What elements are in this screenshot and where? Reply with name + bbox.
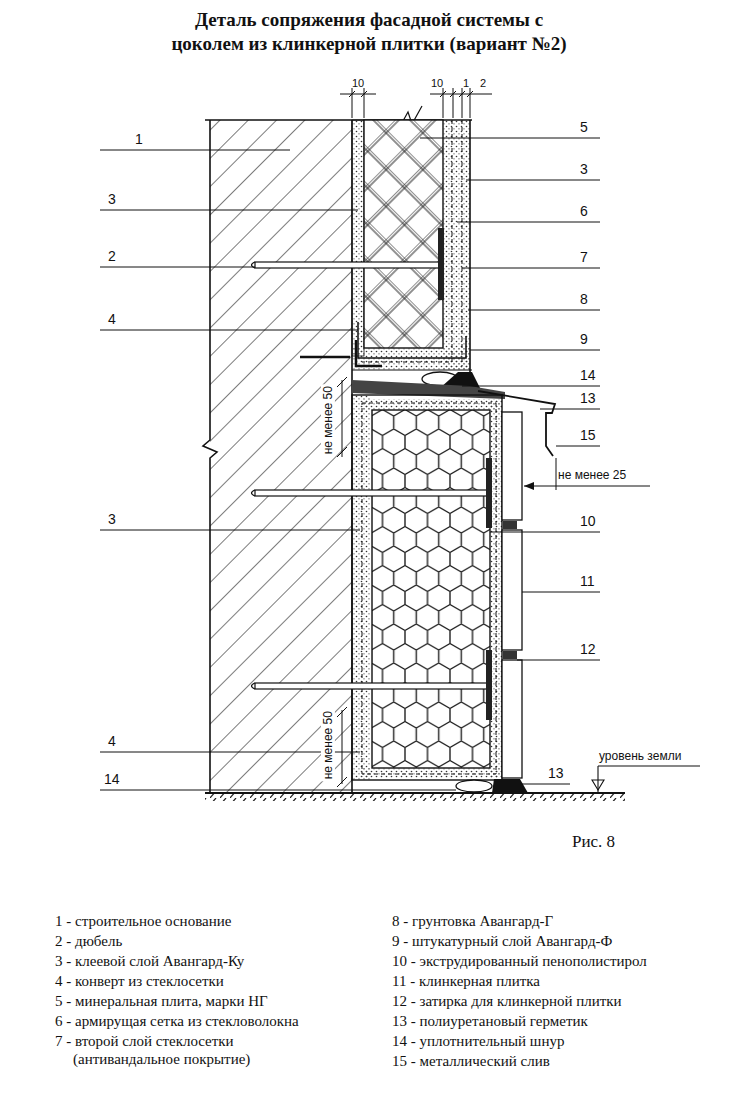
wall-hatch xyxy=(210,120,352,793)
callout-number: 3 xyxy=(108,511,116,528)
dimension-value: 10 xyxy=(352,77,364,90)
plaster-layer xyxy=(443,120,470,370)
legend-item: 10 - экструдированный пенополистирол xyxy=(392,952,647,970)
mineral-board xyxy=(364,120,443,348)
dowel-shaft xyxy=(255,490,488,496)
facade-face xyxy=(469,120,471,372)
callout-number: 14 xyxy=(104,771,120,788)
dimension-value: 1 xyxy=(463,77,469,90)
callout-number: 15 xyxy=(580,427,596,444)
callout-number: 3 xyxy=(580,161,588,178)
callout-number: 4 xyxy=(108,311,116,328)
callout-number: 6 xyxy=(580,203,588,220)
callout-number: 2 xyxy=(108,248,116,265)
leader-line xyxy=(420,138,600,784)
starter-profile xyxy=(356,340,382,366)
dowel-head xyxy=(486,458,492,528)
callout-number: 11 xyxy=(580,573,595,590)
mesh-line xyxy=(362,120,452,362)
dimension-line xyxy=(340,88,376,118)
plaster-layer xyxy=(362,399,502,411)
dowel-head xyxy=(438,228,444,300)
dimension-note: не менее 50 xyxy=(321,384,335,456)
callout-number: 3 xyxy=(108,191,116,208)
dimension-note: не менее 50 xyxy=(321,709,335,781)
adhesive-layer xyxy=(352,120,364,356)
sealing-cord xyxy=(456,780,492,792)
tile-joint xyxy=(503,521,517,529)
dimension-note: не менее 25 xyxy=(558,468,626,482)
callout-number: 4 xyxy=(108,733,116,750)
dowel-shaft xyxy=(255,262,443,268)
clinker-tile xyxy=(502,412,522,520)
xps-board xyxy=(372,410,490,768)
plinth-outline xyxy=(352,395,502,780)
dimension-arrow xyxy=(524,482,534,490)
legend-item: 9 - штукатурный слой Авангард-Ф xyxy=(392,932,612,950)
callout-number: 1 xyxy=(135,131,143,148)
callout-number: 10 xyxy=(580,513,596,530)
dimension-value: 2 xyxy=(480,77,486,90)
callout-number: 12 xyxy=(580,641,596,658)
legend-item: 4 - конверт из стеклосетки xyxy=(55,972,224,990)
mesh-envelope xyxy=(362,403,496,774)
dimension-line xyxy=(524,458,650,490)
dimension-line xyxy=(337,377,347,457)
legend-item: 15 - металлический слив xyxy=(392,1052,550,1070)
mesh-line xyxy=(462,120,463,366)
legend-item: 14 - уплотнительный шнур xyxy=(392,1032,564,1050)
legend-item: 13 - полиуретановый герметик xyxy=(392,1012,588,1030)
legend-item: 7 - второй слой стеклосетки (антивандаль… xyxy=(55,1032,323,1068)
sealant-band xyxy=(352,380,505,399)
level-triangle xyxy=(592,780,604,790)
dowel-head xyxy=(486,650,492,720)
clinker-tile xyxy=(502,660,522,778)
plaster-layer xyxy=(362,768,502,778)
dowel-shaft xyxy=(255,683,488,689)
legend-item: 12 - затирка для клинкерной плитки xyxy=(392,992,622,1010)
clinker-tile xyxy=(502,530,522,650)
callout-number: 9 xyxy=(580,331,588,348)
xps-ground xyxy=(372,410,490,768)
callout-number: 14 xyxy=(580,367,596,384)
dowel-tip xyxy=(252,490,256,496)
wall-edge xyxy=(203,120,217,793)
dimension-line xyxy=(430,88,492,118)
callout-number: 8 xyxy=(580,291,588,308)
dowel-tip xyxy=(252,683,256,689)
mineral-board-ground xyxy=(364,120,443,348)
title-text: Деталь сопряжения фасадной системы с цок… xyxy=(164,8,574,56)
callout-number: 5 xyxy=(580,119,588,136)
dimension-value: 10 xyxy=(431,77,443,90)
ground-hatch xyxy=(205,794,625,801)
sealant xyxy=(492,779,528,793)
ground-line xyxy=(205,792,625,794)
legend-item: 1 - строительное основание xyxy=(55,912,231,930)
legend-item: 11 - клинкерная плитка xyxy=(392,972,540,990)
legend-item: 5 - минеральная плита, марки НГ xyxy=(55,992,268,1010)
plaster-edge xyxy=(352,369,472,370)
callout-number: 7 xyxy=(580,249,588,266)
mesh-envelope xyxy=(358,322,466,358)
legend-item: 3 - клеевой слой Авангард-Ку xyxy=(55,952,244,970)
level-note: уровень земли xyxy=(599,749,681,763)
leader-line xyxy=(100,150,456,790)
adhesive-layer xyxy=(352,395,370,780)
legend-item: 8 - грунтовка Авангард-Г xyxy=(392,912,553,930)
legend-item: 2 - дюбель xyxy=(55,932,122,950)
starter-dowel xyxy=(300,356,350,359)
tile-joint xyxy=(503,651,517,659)
plaster-layer xyxy=(490,400,502,778)
level-mark xyxy=(598,766,700,793)
callout-number: 13 xyxy=(548,765,564,782)
dimension-line xyxy=(337,707,347,787)
callout-number: 13 xyxy=(580,390,596,407)
figure-caption: Рис. 8 xyxy=(572,832,615,852)
legend-item: 6 - армирущая сетка из стекловолокна xyxy=(55,1012,299,1030)
